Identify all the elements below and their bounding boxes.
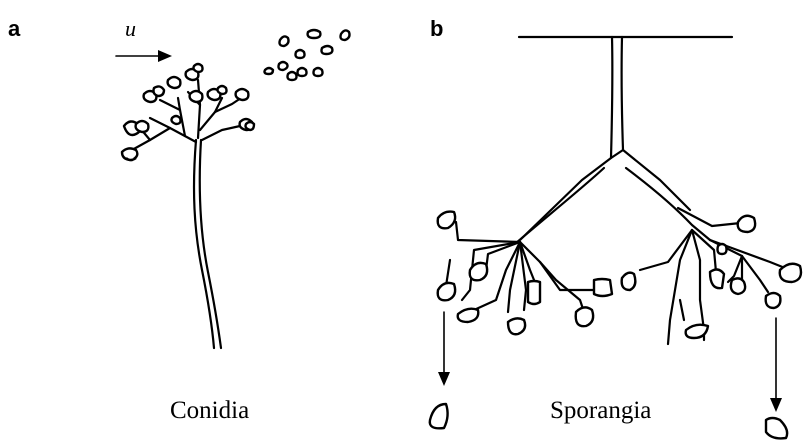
panel-b: b [430, 16, 801, 438]
sporangiophore-stalk [516, 37, 710, 243]
panel-a-caption: Conidia [170, 397, 249, 424]
left-branch-system [446, 222, 594, 312]
sporangia [438, 212, 801, 338]
falling-sporangium-left [430, 312, 450, 428]
conidiophore-stalk [194, 140, 221, 348]
panel-a: a u [8, 16, 350, 424]
falling-sporangium-right [766, 318, 787, 438]
panel-b-caption: Sporangia [550, 397, 651, 424]
panel-a-letter: a [8, 16, 21, 41]
panel-b-letter: b [430, 16, 443, 41]
wind-arrow [116, 50, 172, 62]
dispersed-conidia [265, 30, 350, 80]
wind-speed-label: u [125, 16, 136, 41]
